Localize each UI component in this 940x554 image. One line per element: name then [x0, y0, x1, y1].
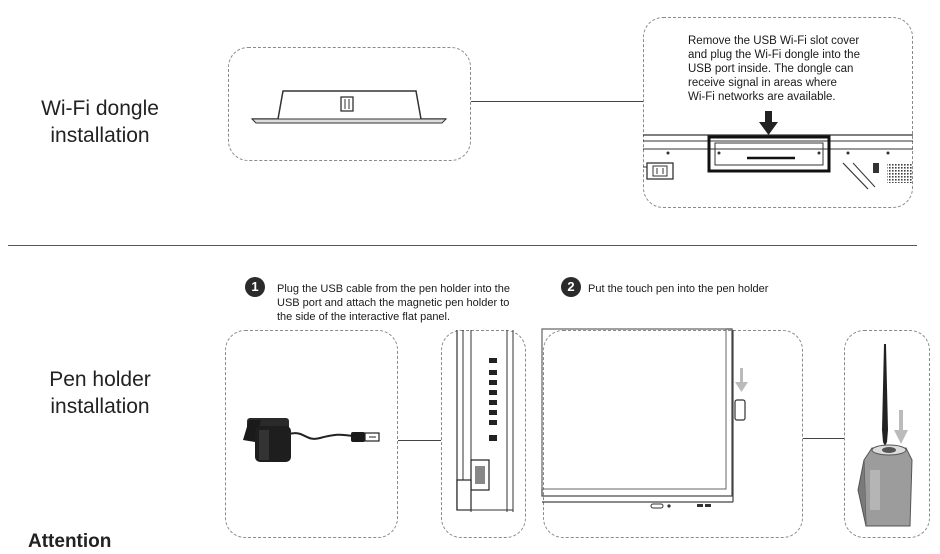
step-2-badge: 2: [561, 277, 581, 297]
wifi-instruction-line: Wi-Fi networks are available.: [688, 91, 836, 103]
wifi-title-line2: installation: [50, 124, 150, 147]
step-1-line: Plug the USB cable from the pen holder i…: [277, 283, 510, 295]
panel-front-view-frame: [543, 330, 803, 538]
panel-side-view-frame: [441, 330, 526, 538]
pen-connector-line-2: [803, 438, 844, 439]
pen-title-line2: installation: [50, 395, 150, 418]
pen-title-line1: Pen holder: [49, 368, 151, 391]
wifi-title-line1: Wi-Fi dongle: [41, 97, 159, 120]
pen-section-title: Pen holder installation: [20, 366, 180, 420]
arrow-down-icon: [894, 430, 908, 444]
wifi-connector-line: [471, 101, 643, 102]
pen-connector-line-1: [398, 440, 441, 441]
step-1-line: the side of the interactive flat panel.: [277, 311, 451, 323]
step-1-text: Plug the USB cable from the pen holder i…: [277, 282, 547, 324]
panel-front-illustration: [541, 328, 748, 509]
step-1-badge: 1: [245, 277, 265, 297]
wifi-section-title: Wi-Fi dongle installation: [20, 95, 180, 149]
pen-insert-illustration: [857, 344, 913, 527]
wifi-instruction-line: and plug the Wi-Fi dongle into the: [688, 49, 860, 61]
wifi-instruction-line: Remove the USB Wi-Fi slot cover: [688, 35, 860, 47]
wifi-panel-top-view-frame: [228, 47, 471, 161]
wifi-instruction-text: Remove the USB Wi-Fi slot cover and plug…: [688, 34, 898, 104]
arrow-down-icon: [735, 382, 748, 392]
touch-pen-icon: [882, 344, 888, 446]
wifi-instruction-line: USB port inside. The dongle can: [688, 63, 854, 75]
pen-holder-cable-frame: [225, 330, 398, 538]
step-2-text: Put the touch pen into the pen holder: [588, 283, 769, 295]
wifi-panel-top-illustration: [250, 90, 448, 124]
pen-holder-cable-illustration: [243, 418, 380, 462]
arrow-down-icon: [759, 122, 778, 135]
section-divider: [8, 245, 917, 246]
step-1-line: USB port and attach the magnetic pen hol…: [277, 297, 510, 309]
footer-partial-text: Attention: [28, 531, 112, 552]
wifi-instruction-line: receive signal in areas where: [688, 77, 837, 89]
pen-insert-frame: [844, 330, 930, 538]
wifi-slot-illustration: [643, 111, 913, 190]
panel-side-illustration: [456, 330, 514, 512]
wifi-detail-frame: [643, 17, 913, 208]
